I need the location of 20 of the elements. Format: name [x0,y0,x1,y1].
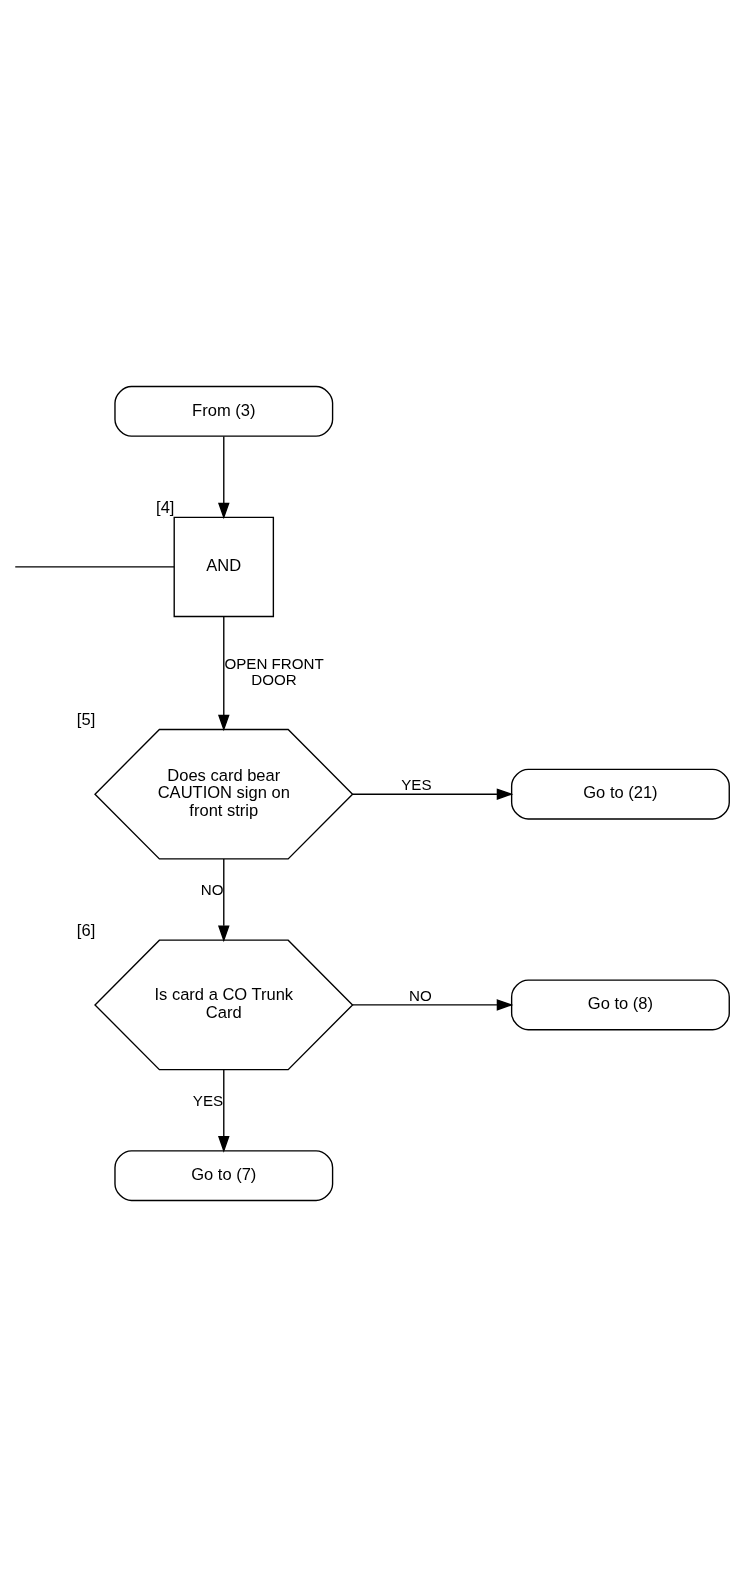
node-label: [5] [76,709,96,729]
edge-label: NO [409,986,432,1004]
arrow [218,435,230,519]
edge-label: YES [192,1091,224,1109]
arrow [218,1068,230,1153]
node-box: Go to (21) [510,768,730,820]
edge-label: YES [401,775,432,793]
arrow [352,787,514,800]
edge-label: NO [200,880,224,898]
node-label: [4] [156,497,175,517]
connector [14,565,175,568]
arrow [218,615,230,731]
node-box: Go to (7) [114,1149,334,1201]
node-label: [6] [76,920,96,939]
node-box: From (3) [114,385,334,437]
node-box: AND [173,516,275,617]
arrow [352,998,514,1011]
node-box: Go to (8) [510,978,730,1030]
edge-label: OPEN FRONT DOOR [224,654,324,688]
arrow [218,857,230,942]
